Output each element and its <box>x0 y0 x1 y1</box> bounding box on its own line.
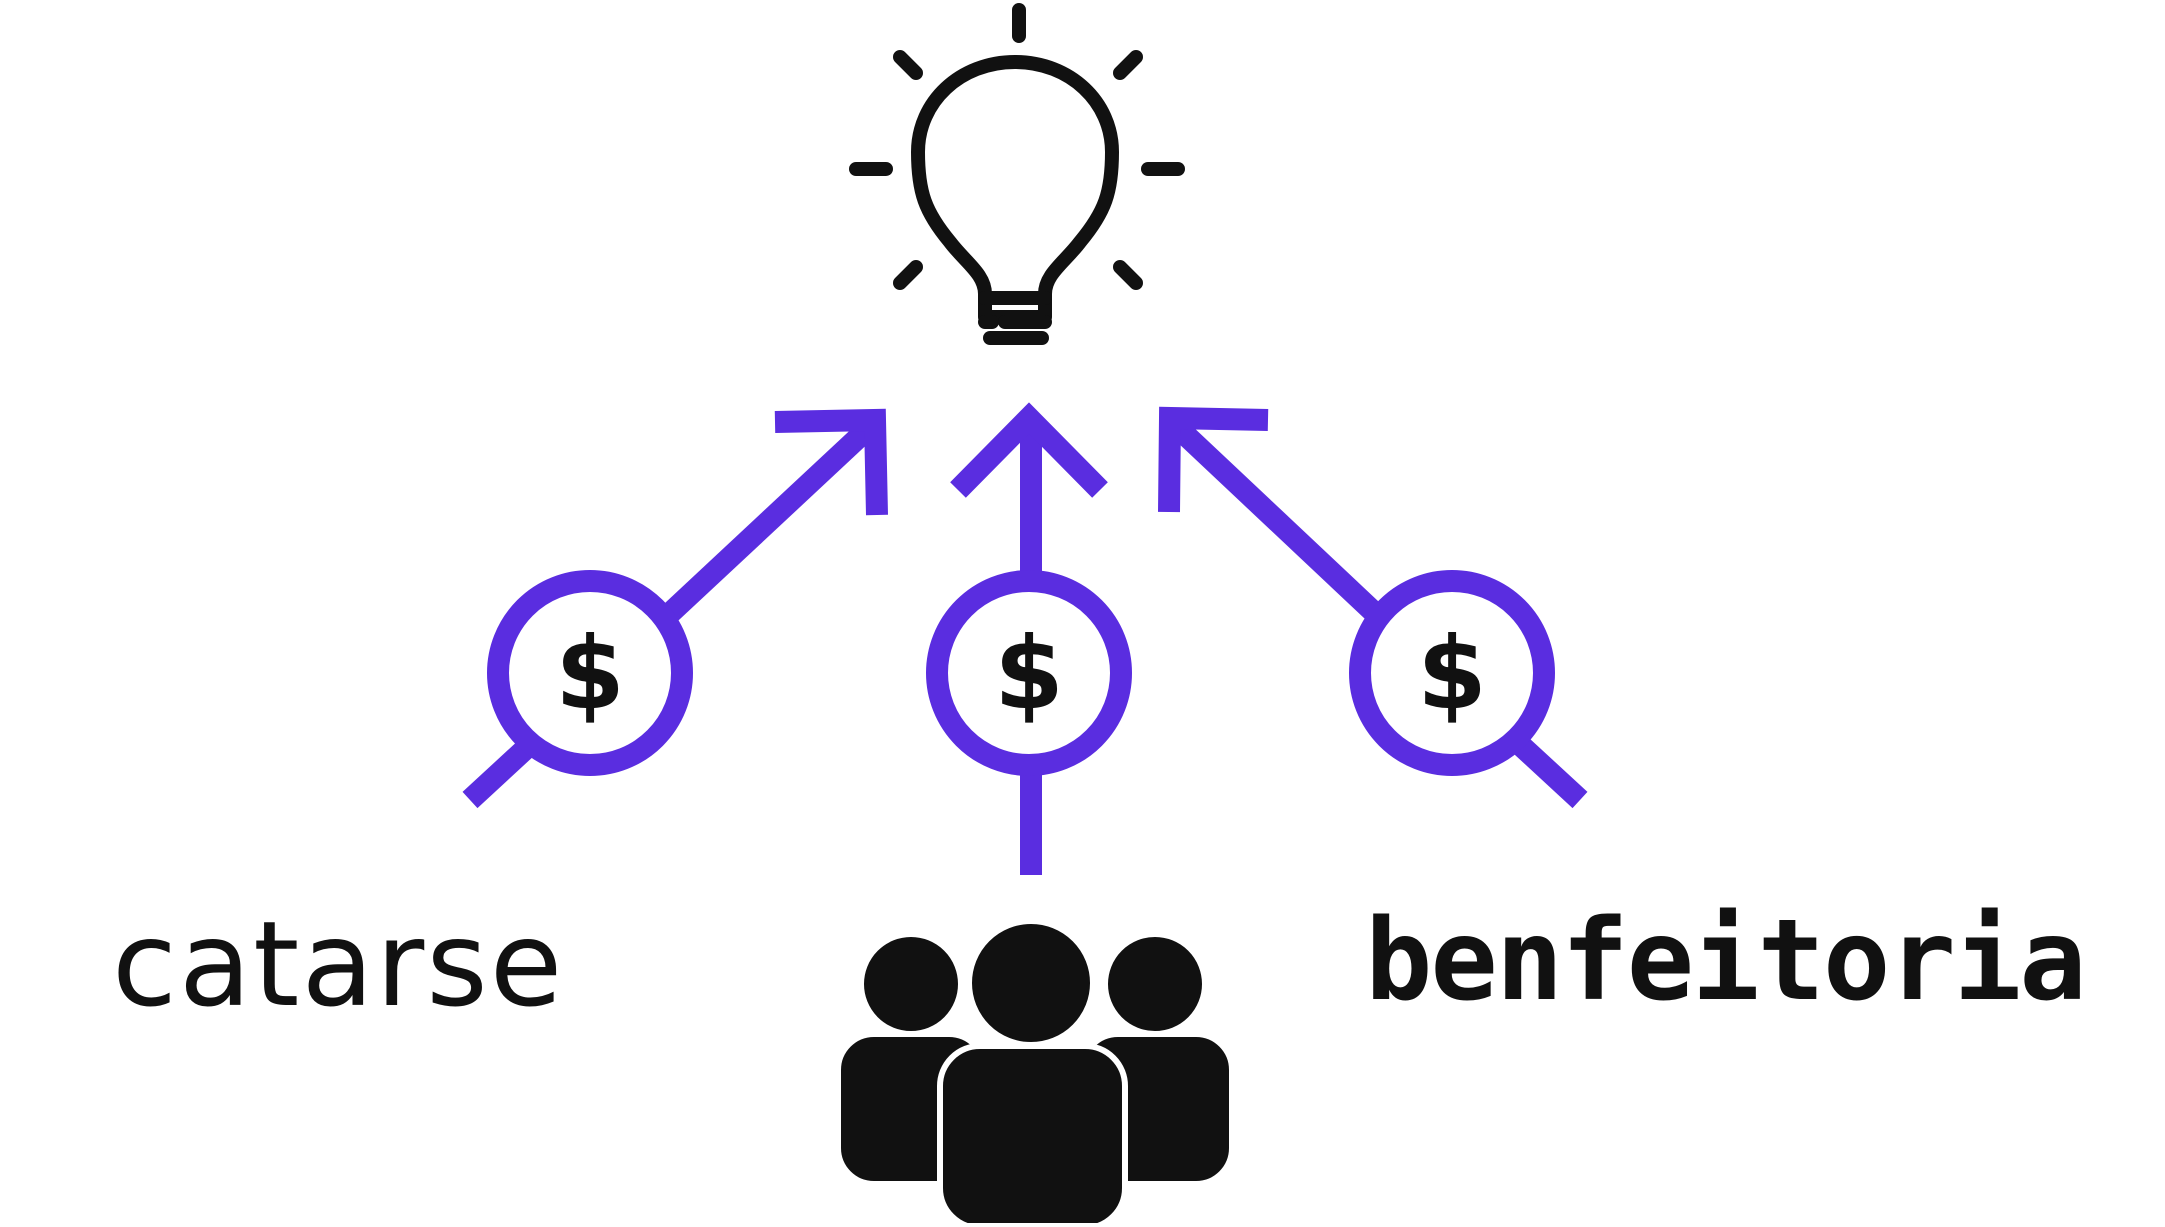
coin-ring <box>1349 570 1555 776</box>
dollar-coin-icon: $ <box>994 615 1064 732</box>
arrow-center-icon <box>950 402 1108 875</box>
dollar-coin-icon: $ <box>555 615 625 732</box>
coin-center: $ <box>926 570 1132 776</box>
coin-right: $ <box>1349 570 1555 776</box>
catarse-logo: catarse <box>112 895 565 1033</box>
coin-ring <box>926 570 1132 776</box>
coin-ring <box>487 570 693 776</box>
coin-left: $ <box>487 570 693 776</box>
arrows <box>462 402 1588 875</box>
lightbulb-icon <box>849 3 1185 345</box>
crowd-icon <box>835 918 1235 1227</box>
dollar-coin-icon: $ <box>1417 615 1487 732</box>
benfeitoria-logo: benfeitoria <box>1365 896 2087 1026</box>
arrow-right-icon <box>1158 406 1588 809</box>
